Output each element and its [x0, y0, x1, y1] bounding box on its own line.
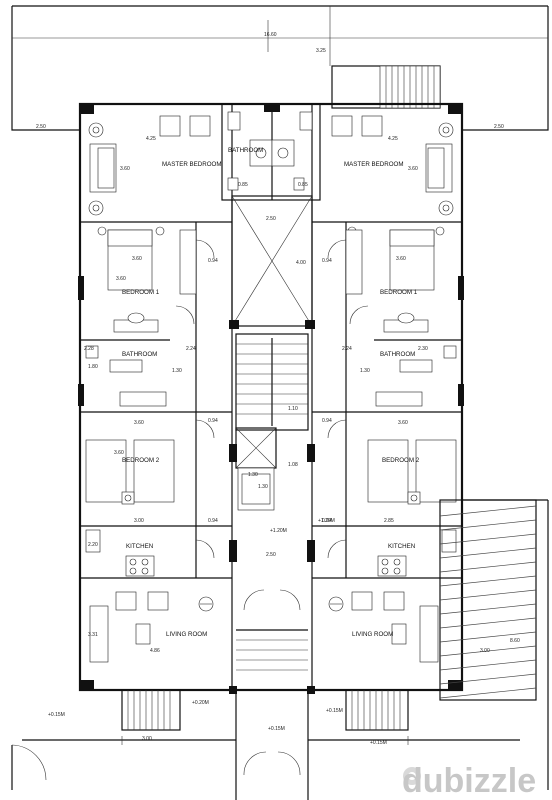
room-bathroom-left: BATHROOM — [122, 351, 157, 358]
dim-overall-width: 16.60 — [264, 32, 277, 38]
dim-bath-sub-left: 1.30 — [172, 368, 182, 374]
level-marker: +0.15M — [326, 708, 343, 714]
dim-bath-top-l: 0.85 — [238, 182, 248, 188]
level-marker: +1.20M — [318, 518, 335, 524]
room-living-left: LIVING ROOM — [166, 631, 207, 638]
dim-corr-r1: 0.94 — [322, 258, 332, 264]
partitions — [80, 221, 462, 579]
right-furniture — [328, 115, 457, 663]
dim-master-h-right: 3.60 — [408, 166, 418, 172]
dim-bed2-w-right: 3.60 — [398, 420, 408, 426]
dim-ramp-w: 3.00 — [480, 648, 490, 654]
dim-top-right: 2.50 — [494, 124, 504, 130]
dim-entry-w: 2.50 — [266, 552, 276, 558]
dim-bath-h-left: 1.80 — [88, 364, 98, 370]
room-living-right: LIVING ROOM — [352, 631, 393, 638]
dim-kitchen-w-left: 3.00 — [134, 518, 144, 524]
room-kitchen-right: KITCHEN — [388, 543, 415, 550]
dim-bed2-w-left: 3.60 — [134, 420, 144, 426]
dim-lift-h: 1.30 — [258, 484, 268, 490]
room-bathroom-right: BATHROOM — [380, 351, 415, 358]
room-master-right: MASTER BEDROOM — [344, 161, 403, 168]
dim-bath-top-r: 0.85 — [298, 182, 308, 188]
dim-bed2-h-left: 3.60 — [114, 450, 124, 456]
level-marker: +0.20M — [192, 700, 209, 706]
room-bedroom1-right: BEDROOM 1 — [380, 289, 418, 296]
dim-bed1-w-right: 3.60 — [396, 256, 406, 262]
watermark-text: dubizzle — [402, 762, 536, 800]
dim-ramp-h: 8.60 — [510, 638, 520, 644]
level-marker: +1.20M — [270, 528, 287, 534]
dim-living-h-left: 3.31 — [88, 632, 98, 638]
front-steps — [22, 689, 520, 745]
dim-bath-w-right: 2.24 — [342, 346, 352, 352]
central-core — [229, 104, 315, 800]
dim-corr-r3: 0.94 — [322, 518, 332, 524]
plot-boundary — [11, 5, 549, 790]
dim-kitchen-w-right: 2.85 — [384, 518, 394, 524]
level-marker: +0.15M — [268, 726, 285, 732]
dim-master-h-left: 3.60 — [120, 166, 130, 172]
dim-living-w-left: 4.86 — [150, 648, 160, 654]
dim-corr-r2: 0.94 — [322, 418, 332, 424]
room-bedroom2-right: BEDROOM 2 — [382, 457, 420, 464]
dim-corr-l1: 0.94 — [208, 258, 218, 264]
room-bedroom2-left: BEDROOM 2 — [122, 457, 160, 464]
dim-shaft-w: 2.50 — [266, 216, 276, 222]
room-master-left: MASTER BEDROOM — [162, 161, 221, 168]
dim-bath-w-left: 2.24 — [186, 346, 196, 352]
dim-lobby-w: 1.08 — [288, 462, 298, 468]
dim-lift-w: 1.30 — [248, 472, 258, 478]
top-bathrooms — [221, 103, 321, 201]
dim-top-vertical: 3.25 — [316, 48, 326, 54]
dim-bath-sub-right: 1.30 — [360, 368, 370, 374]
dim-master-w-left: 4.25 — [146, 136, 156, 142]
dim-bath-l2: 2.28 — [84, 346, 94, 352]
level-marker: +0.15M — [48, 712, 65, 718]
room-kitchen-left: KITCHEN — [126, 543, 153, 550]
room-bedroom1-left: BEDROOM 1 — [122, 289, 160, 296]
dim-top-left: 2.50 — [36, 124, 46, 130]
watermark: dubizzle — [402, 762, 536, 800]
dim-corr-l3: 0.94 — [208, 518, 218, 524]
dim-corr-l2: 0.94 — [208, 418, 218, 424]
dim-bed1-w-left: 3.60 — [132, 256, 142, 262]
top-stair — [331, 65, 441, 109]
dim-bath-r2: 2.30 — [418, 346, 428, 352]
dim-shaft-h: 4.00 — [296, 260, 306, 266]
dim-kitchen-h-left: 2.20 — [88, 542, 98, 548]
dim-master-w-right: 4.25 — [388, 136, 398, 142]
dim-front-h: 3.00 — [142, 736, 152, 742]
room-bathroom-top: BATHROOM — [228, 147, 263, 154]
level-marker: +0.15M — [370, 740, 387, 746]
dim-bed1-h-left: 3.60 — [116, 276, 126, 282]
dim-stair-w: 1.10 — [288, 406, 298, 412]
left-furniture — [85, 115, 214, 663]
parking-ramp — [439, 499, 537, 701]
